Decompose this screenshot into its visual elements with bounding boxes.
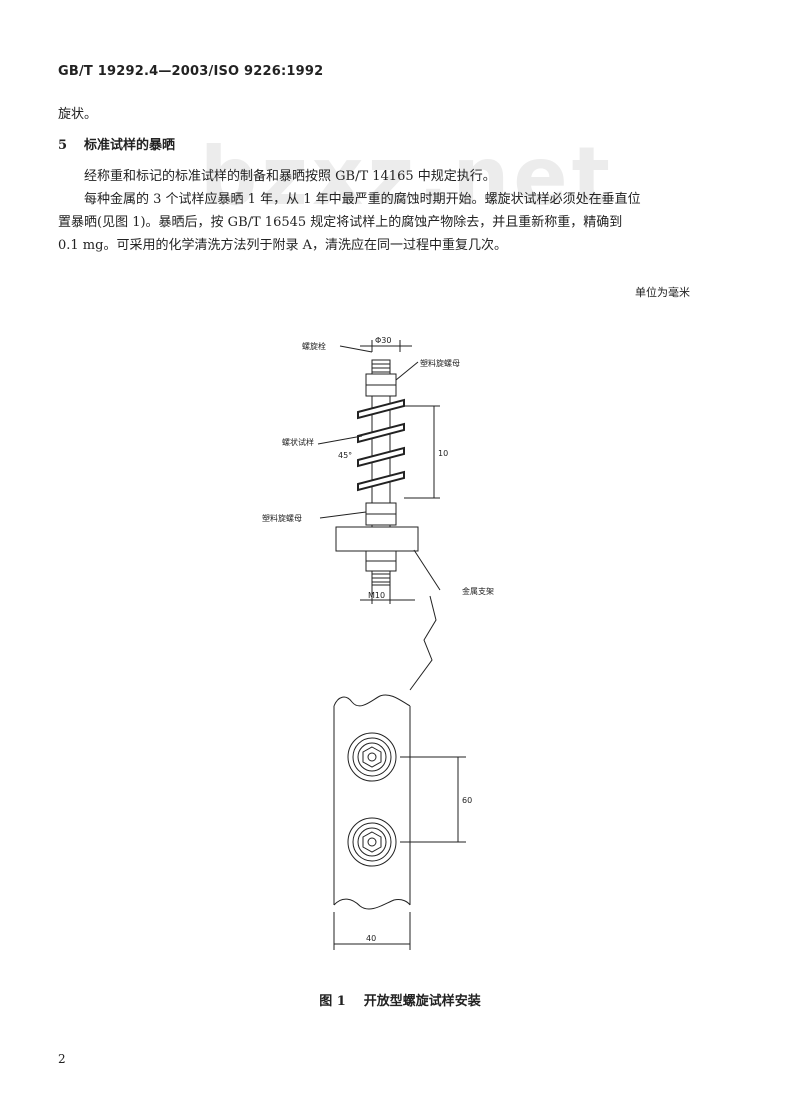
label-metal-frame: 金属支架 — [462, 586, 494, 596]
paragraph-2-line-1: 每种金属的 3 个试样应暴晒 1 年，从 1 年中最严重的腐蚀时期开始。螺旋状试… — [84, 192, 641, 207]
paragraph-2-line-2: 置暴晒(见图 1)。暴晒后，按 GB/T 16545 规定将试样上的腐蚀产物除去… — [58, 215, 623, 230]
bracket-plate — [335, 526, 419, 552]
frame-strip — [333, 694, 411, 910]
dim-diameter: Φ30 — [375, 336, 391, 345]
spiral-coils — [357, 398, 405, 492]
standard-code-header: GB/T 19292.4—2003/ISO 9226:1992 — [58, 64, 324, 79]
figure-title: 开放型螺旋试样安装 — [363, 994, 481, 1009]
bolt-thread-bottom — [372, 573, 390, 583]
unit-note: 单位为毫米 — [635, 286, 690, 299]
dim-width: 40 — [366, 934, 376, 943]
dim-height: 10 — [438, 449, 448, 458]
section-title: 标准试样的暴晒 — [84, 138, 176, 153]
bolt-rod — [371, 359, 391, 586]
label-bolt: 螺旋栓 — [302, 341, 326, 351]
dim-thread: M10 — [368, 591, 385, 600]
label-plastic-nut-bottom: 塑料旋螺母 — [262, 513, 302, 523]
figure-1-drawing: 螺旋栓 塑料旋螺母 螺状试样 塑料旋螺母 金属支架 Φ30 10 45° M10… — [262, 336, 494, 950]
section-heading: 5 标准试样的暴晒 — [58, 135, 175, 157]
paragraph-2-line-3: 0.1 mg。可采用的化学清洗方法列于附录 A，清洗应在同一过程中重复几次。 — [58, 238, 507, 253]
label-plastic-nut-top: 塑料旋螺母 — [420, 358, 460, 368]
figure-caption: 图 1 开放型螺旋试样安装 — [0, 990, 800, 1009]
dim-angle: 45° — [338, 451, 352, 460]
dim-spacing: 60 — [462, 796, 472, 805]
break-connector — [409, 595, 437, 691]
page-number: 2 — [58, 1052, 66, 1066]
label-spiral-specimen: 螺状试样 — [282, 437, 314, 447]
continuation-text: 旋状。 — [58, 107, 98, 122]
mount-boss-upper — [347, 732, 397, 782]
section-number: 5 — [58, 138, 68, 153]
figure-number: 图 1 — [319, 994, 346, 1009]
paragraph-1: 经称重和标记的标准试样的制备和暴晒按照 GB/T 14165 中规定执行。 — [84, 169, 496, 184]
mount-boss-lower — [347, 817, 397, 867]
